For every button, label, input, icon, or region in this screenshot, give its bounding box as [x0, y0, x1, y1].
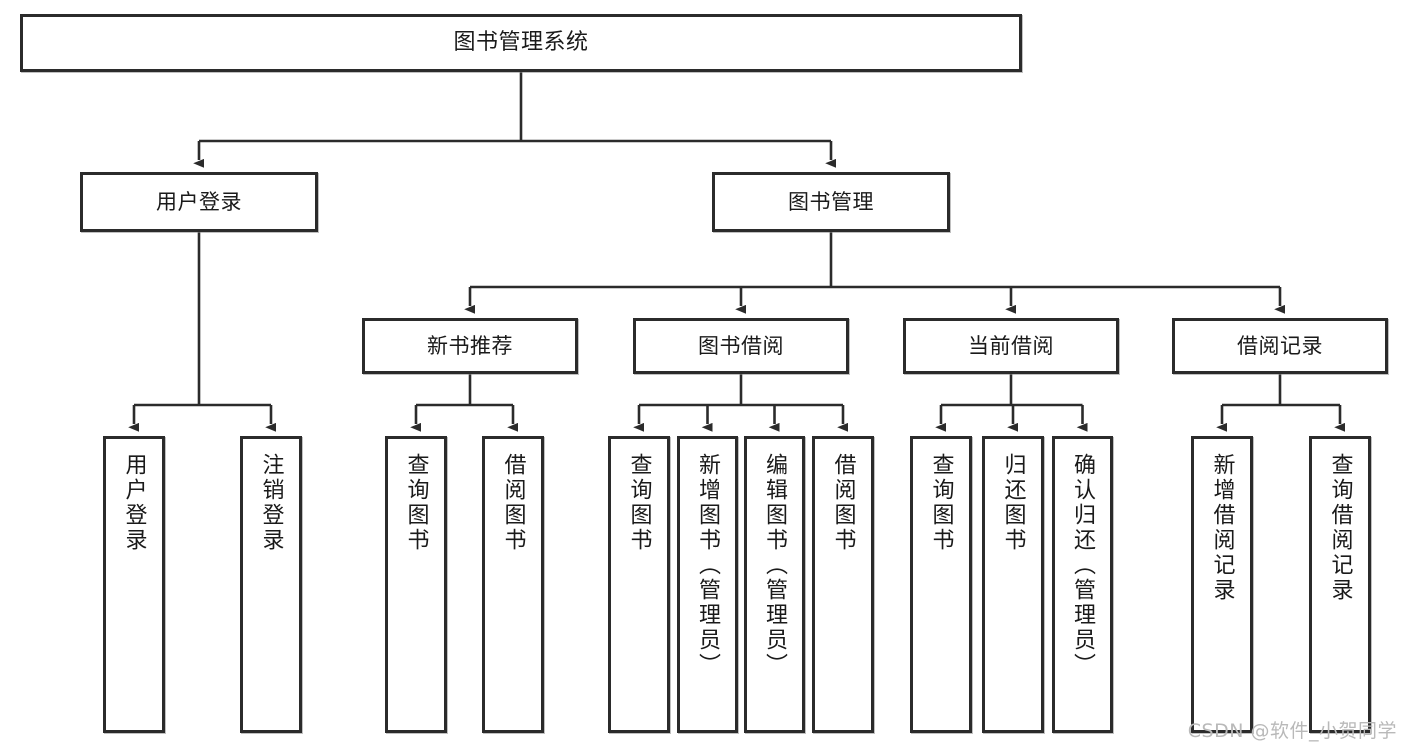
node-label: 借阅记录 — [1237, 333, 1323, 358]
node-leaf-query-book-2[interactable]: 查询图书 — [608, 436, 670, 733]
node-label: 注销登录 — [258, 453, 284, 553]
node-leaf-add-book[interactable]: 新增图书（管理员） — [677, 436, 738, 733]
node-leaf-edit-book[interactable]: 编辑图书（管理员） — [744, 436, 805, 733]
node-label: 归还图书 — [1000, 453, 1026, 553]
node-book-borrow[interactable]: 图书借阅 — [633, 318, 849, 374]
node-leaf-query-record[interactable]: 查询借阅记录 — [1309, 436, 1371, 733]
node-label: 编辑图书（管理员） — [762, 453, 788, 678]
node-book-manage[interactable]: 图书管理 — [712, 172, 950, 232]
node-label: 图书借阅 — [698, 333, 784, 358]
node-label: 查询图书 — [626, 453, 652, 553]
node-label: 新书推荐 — [427, 333, 513, 358]
node-label: 图书管理 — [788, 189, 874, 214]
node-leaf-user-logout[interactable]: 注销登录 — [240, 436, 302, 733]
node-borrow-record[interactable]: 借阅记录 — [1172, 318, 1388, 374]
node-label: 查询图书 — [928, 453, 954, 553]
node-label: 用户登录 — [121, 453, 147, 553]
node-leaf-confirm-return[interactable]: 确认归还（管理员） — [1052, 436, 1113, 733]
node-leaf-user-login[interactable]: 用户登录 — [103, 436, 165, 733]
node-label: 新增图书（管理员） — [695, 453, 721, 678]
node-user-login[interactable]: 用户登录 — [80, 172, 318, 232]
node-label: 用户登录 — [156, 189, 242, 214]
node-current-borrow[interactable]: 当前借阅 — [903, 318, 1119, 374]
node-label: 新增借阅记录 — [1209, 453, 1235, 603]
node-leaf-borrow-book-1[interactable]: 借阅图书 — [482, 436, 544, 733]
node-leaf-return-book[interactable]: 归还图书 — [982, 436, 1044, 733]
watermark: CSDN @软件_小贺同学 — [1187, 720, 1397, 742]
node-label: 确认归还（管理员） — [1070, 453, 1096, 678]
node-leaf-query-book-3[interactable]: 查询图书 — [910, 436, 972, 733]
node-label: 借阅图书 — [500, 453, 526, 553]
node-label: 借阅图书 — [830, 453, 856, 553]
node-leaf-add-record[interactable]: 新增借阅记录 — [1191, 436, 1253, 733]
node-label: 当前借阅 — [968, 333, 1054, 358]
node-new-book-rec[interactable]: 新书推荐 — [362, 318, 578, 374]
node-leaf-query-book-1[interactable]: 查询图书 — [385, 436, 447, 733]
node-label: 图书管理系统 — [453, 30, 589, 56]
node-leaf-borrow-book-2[interactable]: 借阅图书 — [812, 436, 874, 733]
node-label: 查询图书 — [403, 453, 429, 553]
node-root[interactable]: 图书管理系统 — [20, 14, 1022, 72]
node-label: 查询借阅记录 — [1327, 453, 1353, 603]
